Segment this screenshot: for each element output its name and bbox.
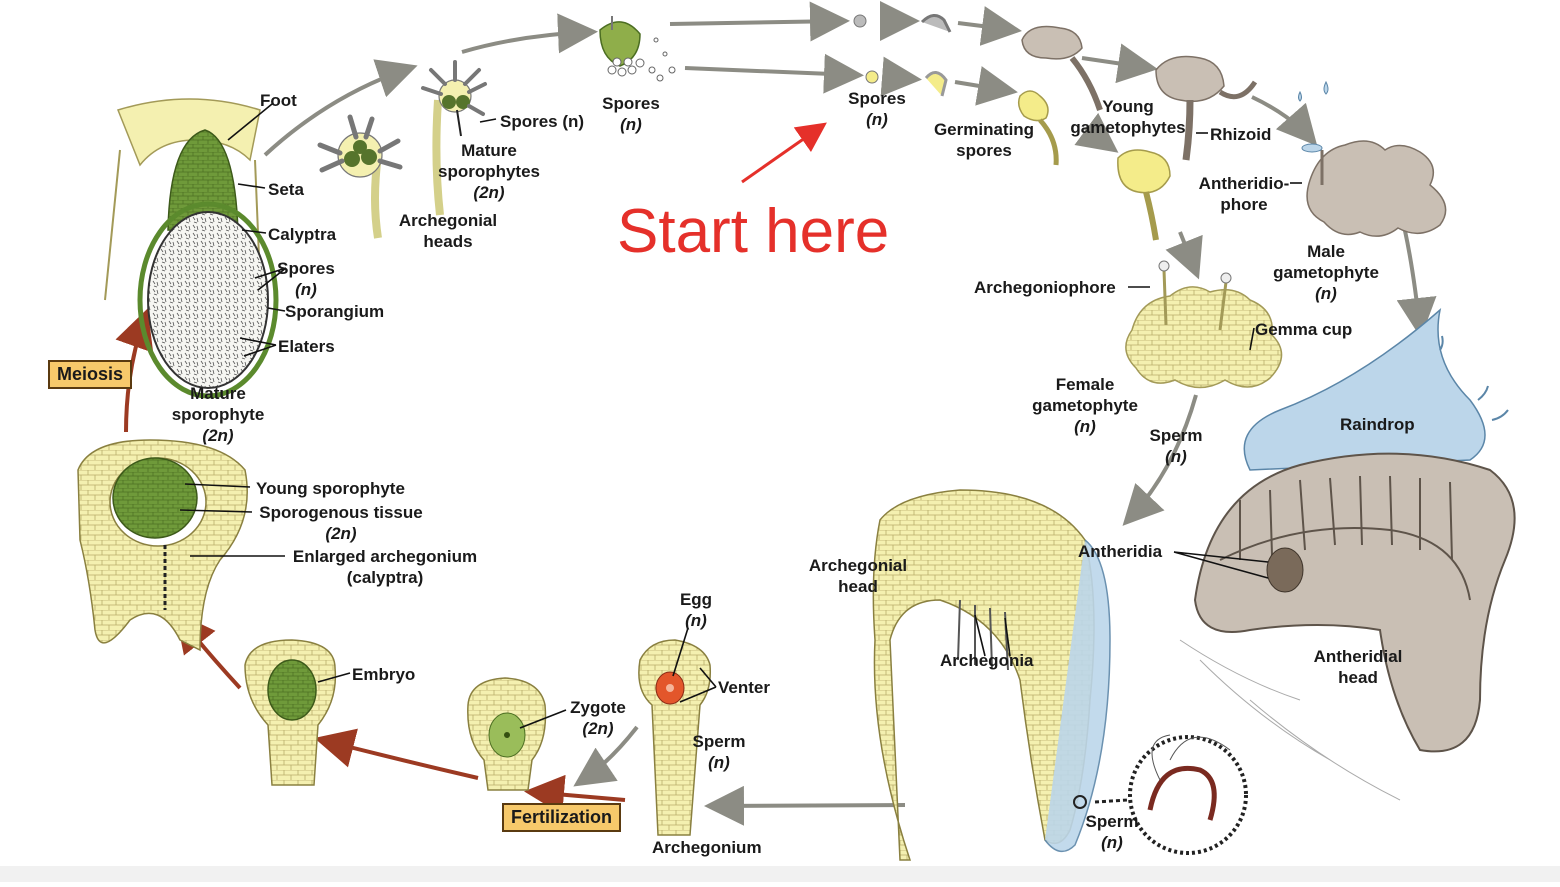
male-gametophyte-illustration <box>1298 80 1447 237</box>
label-young-gametophytes: Young gametophytes <box>1070 97 1186 137</box>
arrow-sperm-to-archegonial-head <box>1122 394 1198 526</box>
arrow-mid-1 <box>684 53 864 94</box>
label-sporangium: Sporangium <box>285 302 385 321</box>
label-embryo: Embryo <box>352 665 416 684</box>
label-archegonial-heads: Archegonial heads <box>398 211 498 251</box>
leader-lines <box>179 103 1302 729</box>
spores-top-illustration <box>599 14 952 97</box>
label-gemma-cup: Gemma cup <box>1255 320 1353 339</box>
arrow-spores-top-1 <box>669 1 850 42</box>
arrow-zygote-to-embryo <box>314 728 479 780</box>
embryo-illustration <box>244 639 337 786</box>
label-antheridia: Antheridia <box>1078 542 1163 561</box>
archegonial-heads-illustration <box>317 60 487 239</box>
label-spores-n-small: Spores (n) <box>500 112 585 131</box>
arrow-to-zygote <box>524 774 626 815</box>
label-male-gametophyte: Male gametophyte (n) <box>1273 242 1379 303</box>
cycle-arrows-gray <box>263 1 1437 826</box>
label-venter: Venter <box>718 678 770 697</box>
label-spores-top: Spores (n) <box>602 94 660 134</box>
label-sporogenous-tissue: Sporogenous tissue (2n) <box>259 503 423 543</box>
label-female-gametophyte: Female gametophyte (n) <box>1032 375 1138 436</box>
young-gametophytes-yellow-illustration <box>1017 90 1171 241</box>
stage-fertilization: Fertilization <box>502 803 622 832</box>
arrow-rhizoid-male <box>1251 95 1318 147</box>
antheridial-head-illustration <box>1179 452 1516 801</box>
label-young-sporophyte: Young sporophyte <box>256 479 405 498</box>
arrow-young-female-1 <box>1074 112 1119 153</box>
arrow-archegonium-to-zygote <box>573 725 639 787</box>
start-here-arrow <box>741 122 827 184</box>
arrow-young-female-2 <box>1165 231 1203 280</box>
arrow-young-male <box>1081 43 1158 84</box>
label-elaters: Elaters <box>278 337 335 356</box>
mature-sporophyte-illustration <box>104 98 279 399</box>
young-sporophyte-illustration <box>77 439 248 652</box>
arrow-heads-to-spores <box>461 13 598 54</box>
young-gametophytes-gray-illustration <box>1021 25 1258 161</box>
label-enlarged-archegonium: Enlarged archegonium (calyptra) <box>292 547 478 587</box>
arrow-mid-2 <box>880 56 922 97</box>
label-archegoniophore: Archegoniophore <box>974 278 1116 297</box>
arrow-sporophyte-to-heads <box>263 59 418 157</box>
label-mature-sporophytes: Mature sporophytes (2n) <box>437 141 541 202</box>
label-spores-left: Spores (n) <box>277 259 335 299</box>
label-antheridial-head: Antheridial head <box>1313 647 1403 687</box>
bottom-strip <box>0 866 1560 882</box>
label-sperm-mid: Sperm (n) <box>1149 426 1203 466</box>
stage-meiosis: Meiosis <box>48 360 133 389</box>
label-raindrop: Raindrop <box>1340 415 1415 434</box>
archegonial-head-illustration <box>872 489 1111 861</box>
label-foot: Foot <box>260 91 297 110</box>
arrow-head-to-archegonium <box>704 785 906 826</box>
label-archegonial-head: Archegonial head <box>808 556 908 596</box>
label-spores-mid: Spores (n) <box>848 89 906 129</box>
label-mature-sporophyte: Mature sporophyte (2n) <box>171 384 265 445</box>
zygote-illustration <box>467 677 547 791</box>
raindrop-illustration <box>1243 307 1509 471</box>
label-sperm-bottom: Sperm (n) <box>1085 812 1139 852</box>
start-here-annotation: Start here <box>617 197 890 266</box>
sperm-closeup-illustration <box>1073 734 1248 855</box>
female-gametophyte-illustration <box>1125 260 1283 389</box>
label-seta: Seta <box>268 180 304 199</box>
label-calyptra: Calyptra <box>268 225 337 244</box>
label-germinating-spores: Germinating spores <box>933 120 1035 160</box>
label-archegonium: Archegonium <box>652 838 762 857</box>
label-rhizoid: Rhizoid <box>1210 125 1272 144</box>
arrow-spores-top-3 <box>957 6 1022 46</box>
archegonium-illustration <box>638 639 712 836</box>
label-sperm-archegonium: Sperm (n) <box>692 732 746 772</box>
label-zygote: Zygote (2n) <box>570 698 626 738</box>
label-archegonia: Archegonia <box>940 651 1034 670</box>
arrow-mid-3 <box>954 66 1018 106</box>
label-antheridiophore: Antheridio- phore <box>1198 174 1290 214</box>
label-egg: Egg (n) <box>679 590 713 630</box>
